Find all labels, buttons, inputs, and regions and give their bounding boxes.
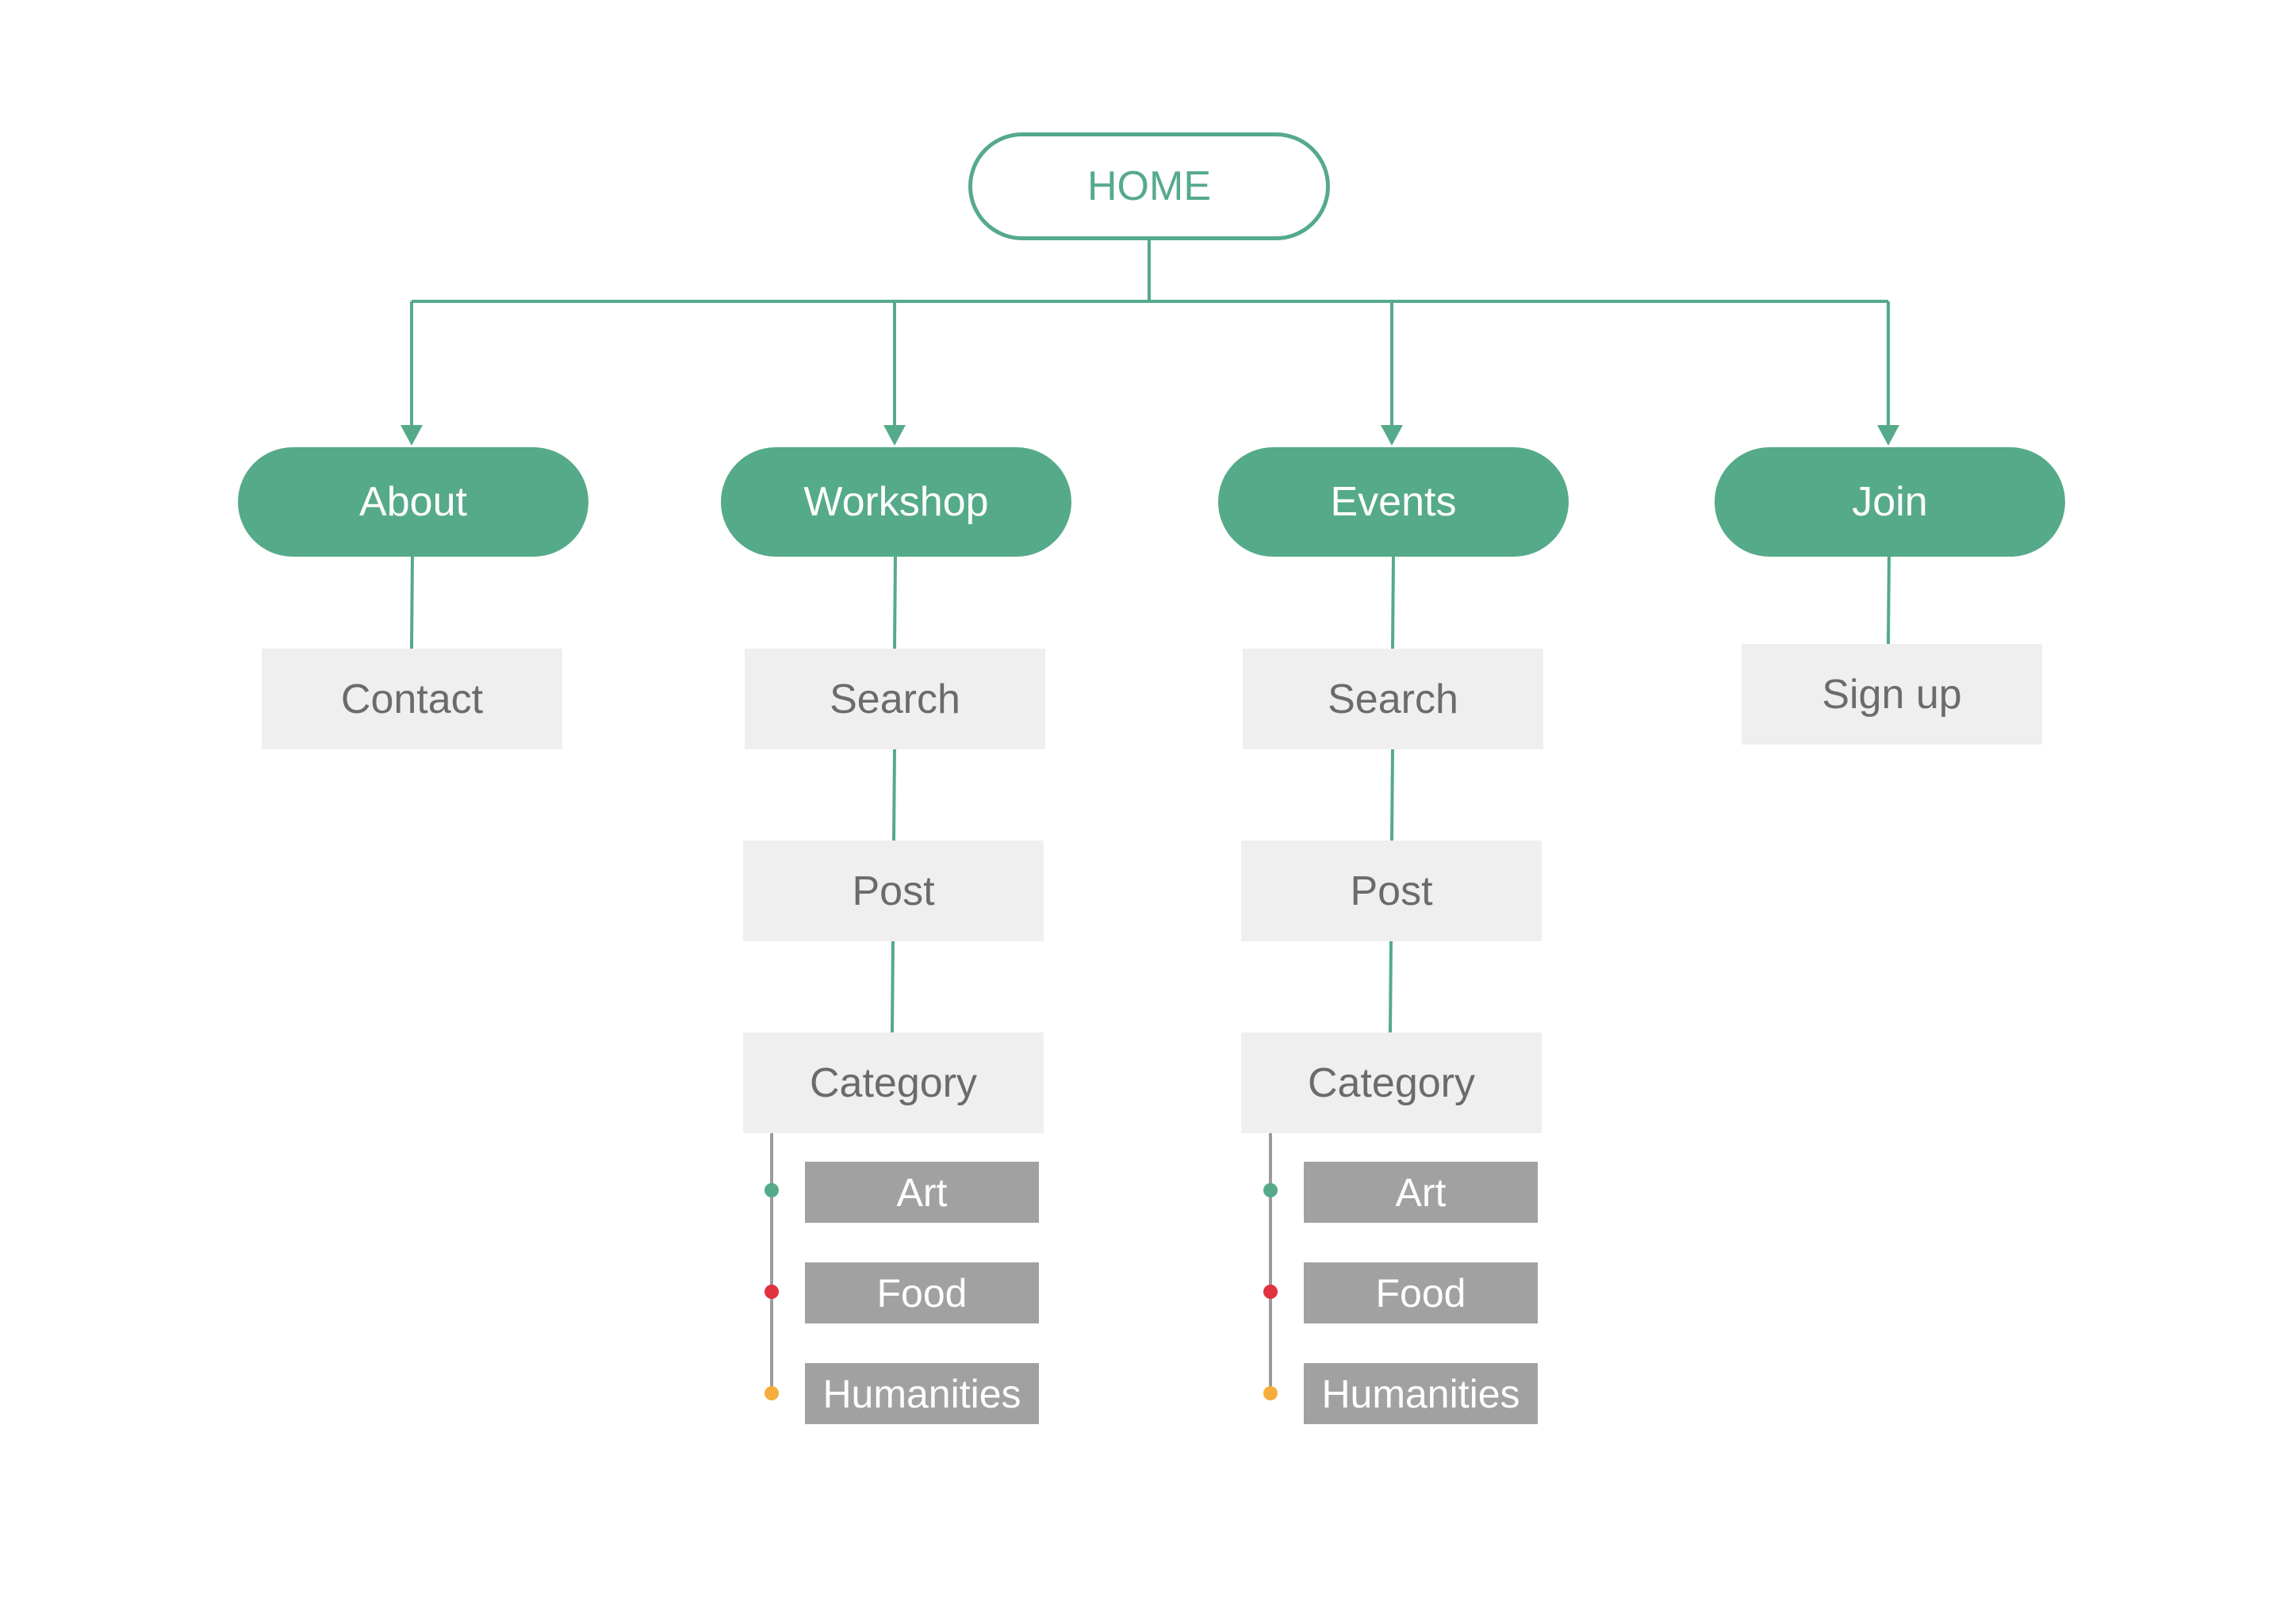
events-page-post-label: Post <box>1350 868 1433 914</box>
events-category-food-label: Food <box>1375 1270 1466 1316</box>
events-food-dot <box>1263 1285 1278 1299</box>
arrow-to-workshop <box>883 301 906 446</box>
workshop-page-post: Post <box>743 841 1044 941</box>
workshop-page-post-label: Post <box>852 868 935 914</box>
section-join-label: Join <box>1852 479 1928 525</box>
workshop-post-line <box>892 748 896 841</box>
section-about: About <box>238 447 588 557</box>
join-signup-line <box>1887 554 1891 645</box>
workshop-category-art-label: Art <box>896 1170 948 1215</box>
section-join: Join <box>1715 447 2065 557</box>
events-category-line <box>1389 940 1393 1033</box>
section-events-label: Events <box>1330 479 1457 525</box>
section-events: Events <box>1218 447 1569 557</box>
workshop-page-search-label: Search <box>830 676 960 722</box>
workshop-humanities-dot <box>765 1386 779 1400</box>
workshop-food-dot <box>765 1285 779 1299</box>
arrow-to-about <box>400 301 423 446</box>
events-category-humanities-label: Humanities <box>1321 1371 1520 1416</box>
events-post-line <box>1390 748 1394 841</box>
section-workshop: Workshop <box>721 447 1071 557</box>
arrow-to-events <box>1381 301 1403 446</box>
workshop-page-category-label: Category <box>810 1059 977 1106</box>
events-page-category-label: Category <box>1308 1059 1475 1106</box>
page-sign-up-label: Sign up <box>1822 671 1962 718</box>
page-contact: Contact <box>262 649 562 749</box>
workshop-category-line <box>891 940 895 1033</box>
workshop-page-search: Search <box>745 649 1045 749</box>
section-about-label: About <box>359 479 467 525</box>
events-page-category: Category <box>1241 1032 1542 1133</box>
workshop-category-food-label: Food <box>876 1270 968 1316</box>
events-category-food: Food <box>1304 1262 1538 1323</box>
events-page-search: Search <box>1243 649 1543 749</box>
workshop-art-dot <box>765 1183 779 1197</box>
page-contact-label: Contact <box>340 676 484 722</box>
events-category-art: Art <box>1304 1162 1538 1223</box>
workshop-page-category: Category <box>743 1032 1044 1133</box>
events-humanities-dot <box>1263 1386 1278 1400</box>
events-category-art-label: Art <box>1395 1170 1447 1215</box>
workshop-category-food: Food <box>805 1262 1039 1323</box>
workshop-category-art: Art <box>805 1162 1039 1223</box>
events-page-search-label: Search <box>1328 676 1458 722</box>
section-workshop-label: Workshop <box>803 479 989 525</box>
events-art-dot <box>1263 1183 1278 1197</box>
home-node: HOME <box>968 132 1330 240</box>
events-category-humanities: Humanities <box>1304 1363 1538 1424</box>
events-page-post: Post <box>1241 841 1542 941</box>
arrow-to-join <box>1877 301 1899 446</box>
page-sign-up: Sign up <box>1742 644 2042 745</box>
home-label: HOME <box>1087 163 1211 209</box>
workshop-category-humanities: Humanities <box>805 1363 1039 1424</box>
workshop-category-humanities-label: Humanities <box>822 1371 1021 1416</box>
